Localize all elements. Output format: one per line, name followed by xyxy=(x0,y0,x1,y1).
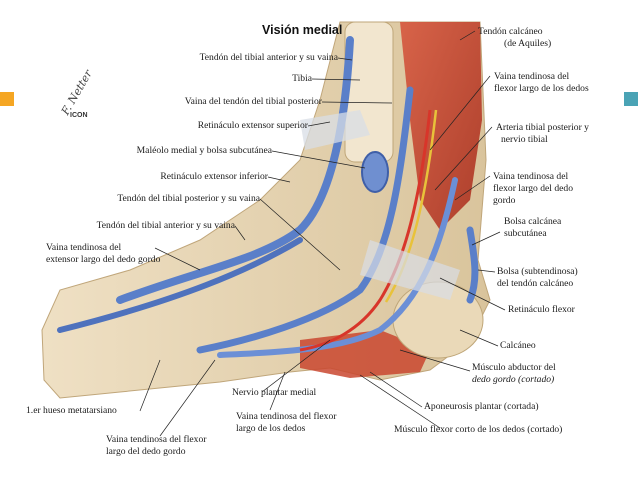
label-tibia: Tibia xyxy=(292,73,312,84)
label-flexor-hallucis-sheath-3: gordo xyxy=(493,195,516,206)
label-flexor-digitorum-sheath-1: Vaina tendinosa del xyxy=(494,71,570,82)
label-tibial-anterior-bottom: Tendón del tibial anterior y su vaina xyxy=(96,220,235,231)
tibial-nerve xyxy=(384,109,438,303)
label-calcaneal-tendon-2: (de Aquiles) xyxy=(504,38,552,49)
label-extensor-hallucis-1: Vaina tendinosa del xyxy=(46,242,122,253)
label-flexor-hallucis-longus-sheath-2: largo del dedo gordo xyxy=(106,446,186,457)
label-flexor-hallucis-sheath-2: flexor largo del dedo xyxy=(493,183,574,194)
label-inferior-extensor-retinaculum: Retináculo extensor inferior xyxy=(160,171,268,182)
label-posterior-tibial-artery-2: nervio tibial xyxy=(501,134,548,145)
label-calcaneus: Calcáneo xyxy=(500,340,536,351)
label-flexor-hallucis-longus-sheath-1: Vaina tendinosa del flexor xyxy=(106,434,207,445)
label-calcaneal-tendon-1: Tendón calcáneo xyxy=(478,26,543,37)
label-flexor-digitorum-sheath-2: flexor largo de los dedos xyxy=(494,83,589,94)
label-tibial-posterior-tendon: Tendón del tibial posterior y su vaina xyxy=(117,193,260,204)
label-posterior-tibial-artery-1: Arteria tibial posterior y xyxy=(496,122,589,133)
publisher-badge: ICON xyxy=(70,112,88,119)
label-flexor-hallucis-sheath-1: Vaina tendinosa del xyxy=(493,171,569,182)
tendon-sheath-3 xyxy=(217,177,458,358)
label-medial-plantar-nerve: Nervio plantar medial xyxy=(232,387,317,398)
label-first-metatarsal: 1.er hueso metatarsiano xyxy=(26,405,117,416)
flexor-retinaculum xyxy=(360,240,460,300)
malleolus-bursa xyxy=(361,151,389,193)
tendon-sheath-2 xyxy=(196,86,414,354)
label-flexor-digitorum-longus-sheath-2: largo de los dedos xyxy=(236,423,306,434)
label-medial-malleolus: Maléolo medial y bolsa subcutánea xyxy=(136,145,272,156)
right-accent-square xyxy=(624,92,638,106)
label-tibial-anterior-top: Tendón del tibial anterior y su vaina xyxy=(199,52,338,63)
label-tibial-posterior-sheath: Vaina del tendón del tibial posterior xyxy=(184,96,322,107)
label-abductor-hallucis-2: dedo gordo (cortado) xyxy=(472,374,555,385)
label-extensor-hallucis-2: extensor largo del dedo gordo xyxy=(46,254,161,265)
label-plantar-aponeurosis: Aponeurosis plantar (cortada) xyxy=(424,401,539,412)
label-flexor-digitorum-brevis: Músculo flexor corto de los dedos (corta… xyxy=(394,424,563,435)
label-subcutaneous-bursa-1: Bolsa calcánea xyxy=(504,216,562,227)
label-flexor-digitorum-longus-sheath-1: Vaina tendinosa del flexor xyxy=(236,411,337,422)
label-abductor-hallucis-1: Músculo abductor del xyxy=(472,362,556,373)
extensor-retinaculum xyxy=(300,110,370,150)
label-flexor-retinaculum: Retináculo flexor xyxy=(508,304,575,315)
label-superior-extensor-retinaculum: Retináculo extensor superior xyxy=(197,120,308,131)
label-subcutaneous-bursa-2: subcutánea xyxy=(504,228,547,239)
label-subtendinous-bursa-2: del tendón calcáneo xyxy=(497,278,574,289)
figure-title: Visión medial xyxy=(262,23,343,37)
left-accent-square xyxy=(0,92,14,106)
label-subtendinous-bursa-1: Bolsa (subtendinosa) xyxy=(497,266,578,277)
tendon-sheath-5 xyxy=(466,226,479,304)
posterior-tibial-artery xyxy=(299,109,432,352)
tendon-sheath-4 xyxy=(57,237,303,333)
leader-lines xyxy=(139,30,506,437)
